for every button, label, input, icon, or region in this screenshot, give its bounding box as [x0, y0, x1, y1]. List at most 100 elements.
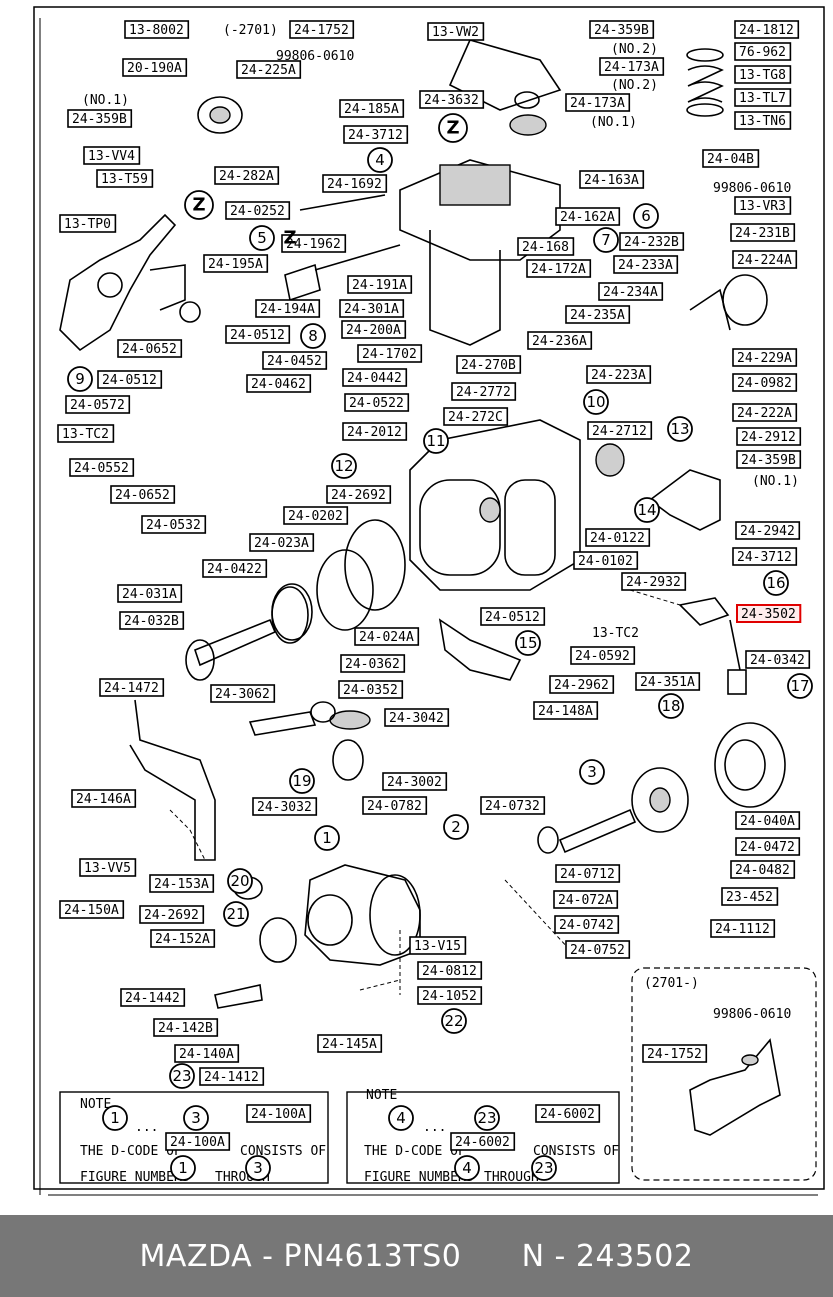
part-label: 24-3032 — [252, 797, 318, 816]
part-label-box — [635, 672, 701, 691]
part-label: 13-VV4 — [83, 146, 141, 165]
part-label-text: 24-236A — [532, 334, 587, 349]
part-label-text: 24-168 — [522, 240, 569, 255]
part-label-text: (NO.1) — [752, 474, 799, 489]
part-label: 24-1812 — [734, 20, 800, 39]
part-label-text: 24-2772 — [456, 385, 511, 400]
part-label-text: 13-8002 — [129, 23, 184, 38]
part-label-text: 24-229A — [737, 351, 792, 366]
part-label: 24-185A — [339, 99, 405, 118]
part-label: 24-191A — [347, 275, 413, 294]
part-number: PN4613TS0 — [283, 1238, 462, 1274]
part-label-text: 24-072A — [558, 893, 613, 908]
part-label: 24-194A — [255, 299, 321, 318]
part-label-box — [549, 675, 615, 694]
part-label-text: 24-152A — [155, 932, 210, 947]
part-label-box — [255, 299, 321, 318]
part-label-box — [281, 234, 347, 253]
caption-separator-2: - — [544, 1238, 576, 1274]
diagram-text: THROUGH — [484, 1170, 539, 1185]
figure-number: 4 — [454, 1155, 480, 1181]
part-label-box — [210, 684, 276, 703]
part-label-box — [225, 201, 291, 220]
part-label-text: 13-V15 — [414, 939, 461, 954]
part-label-box — [642, 1044, 708, 1063]
part-label-text: (NO.2) — [611, 78, 658, 93]
part-label: 24-233A — [613, 255, 679, 274]
part-label-box — [382, 772, 448, 791]
part-label-box — [362, 796, 428, 815]
part-label-text: 24-024A — [359, 630, 414, 645]
part-label: 24-0122 — [585, 528, 651, 547]
part-label-text: 23-452 — [726, 890, 773, 905]
figure-number-text: 12 — [334, 457, 353, 475]
part-label-box — [598, 282, 664, 301]
part-label-box — [565, 93, 631, 112]
part-label-box — [732, 348, 798, 367]
part-label-text: 24-162A — [560, 210, 615, 225]
figure-number: 10 — [583, 389, 609, 415]
part-label-box — [451, 382, 517, 401]
diagram-text: FIGURE NUMBERS — [80, 1170, 190, 1185]
part-label-text: 24-1812 — [739, 23, 794, 38]
diagram-text: (NO.1) — [590, 115, 637, 130]
part-label-box — [734, 88, 792, 107]
part-label: 24-0422 — [202, 559, 268, 578]
figure-number-text: 7 — [601, 231, 611, 249]
figure-number: 15 — [515, 630, 541, 656]
figure-number-text: 16 — [766, 574, 785, 592]
part-label: 24-0712 — [555, 864, 621, 883]
inset-box — [631, 967, 817, 1181]
part-label: 24-072A — [553, 890, 619, 909]
diagram-text: NOTE — [366, 1088, 397, 1103]
diagram-frame — [33, 6, 825, 1190]
part-label-box — [97, 370, 163, 389]
n-label: N — [521, 1238, 545, 1274]
part-label: 13-TP0 — [59, 214, 117, 233]
part-label: 24-3002 — [382, 772, 448, 791]
part-label-box — [141, 515, 207, 534]
part-label-box — [535, 1104, 601, 1123]
part-label: 24-1752 — [642, 1044, 708, 1063]
part-label: 24-0252 — [225, 201, 291, 220]
part-label-text: 24-0552 — [74, 461, 129, 476]
part-label-box — [745, 650, 811, 669]
part-label-box — [249, 533, 315, 552]
part-label-box — [347, 275, 413, 294]
part-label-text: 13-TG8 — [739, 68, 786, 83]
part-label-text: 24-2912 — [741, 430, 796, 445]
diagram-text: THE D-CODE OF — [80, 1144, 182, 1159]
part-label-text: NOTE — [80, 1097, 111, 1112]
part-label: 24-282A — [214, 166, 280, 185]
part-label-box — [340, 654, 406, 673]
part-label-text: 24-163A — [584, 173, 639, 188]
figure-number-text: 1 — [178, 1159, 188, 1177]
figure-number: 21 — [223, 901, 249, 927]
caption-separator: - — [252, 1238, 284, 1274]
part-label: 24-2962 — [549, 675, 615, 694]
part-label: 24-0652 — [117, 339, 183, 358]
figure-number-text: 3 — [191, 1109, 201, 1127]
figure-number: 3 — [579, 759, 605, 785]
part-label-text: 24-031A — [122, 587, 177, 602]
part-label-box — [734, 20, 800, 39]
part-label-box — [702, 149, 760, 168]
diagram-text: ... — [423, 1120, 446, 1135]
figure-numbers: ZZZ4567891011121314151617181912320212223… — [67, 113, 813, 1181]
part-label-box — [565, 305, 631, 324]
part-label-box — [721, 887, 779, 906]
part-label: 24-231B — [730, 223, 796, 242]
part-label: 24-173A — [565, 93, 631, 112]
diagram-text: (NO.2) — [611, 42, 658, 57]
figure-number: 23 — [531, 1155, 557, 1181]
part-label-text: 24-0512 — [230, 328, 285, 343]
part-label-text: CONSISTS OF — [240, 1144, 326, 1159]
part-label-text: (NO.1) — [590, 115, 637, 130]
part-label-text: 24-032B — [124, 614, 179, 629]
part-label-box — [573, 551, 639, 570]
part-label-box — [619, 232, 685, 251]
figure-number-text: 8 — [308, 327, 318, 345]
part-label: 24-0982 — [732, 373, 798, 392]
part-label: 24-301A — [339, 299, 405, 318]
